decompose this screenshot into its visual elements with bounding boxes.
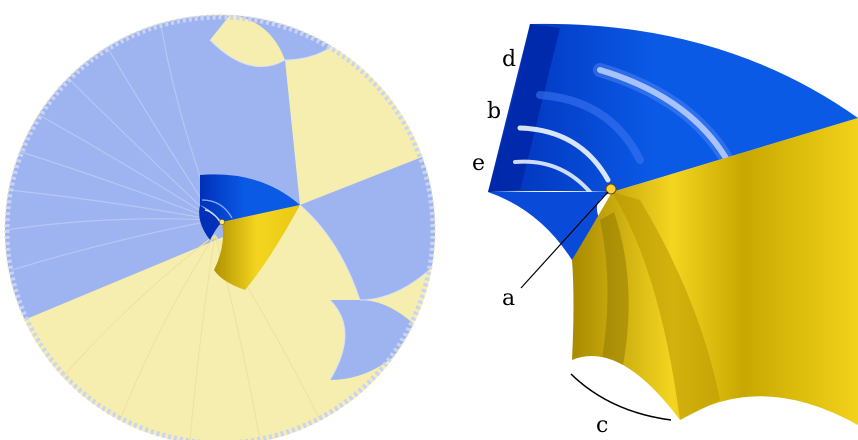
disk-yellow-lobe-top (210, 15, 285, 67)
label-e: e (472, 151, 485, 176)
label-c-arc (570, 373, 672, 421)
disk-blue-lobe-bottom (330, 300, 420, 380)
domain-blue-lower-lobe (488, 192, 612, 260)
disk-arcs (209, 19, 435, 381)
domain-center-point (605, 183, 617, 195)
disk-blue-lower-right (300, 150, 435, 300)
label-b: b (487, 99, 501, 124)
label-a-leader (520, 191, 609, 289)
label-d: d (502, 47, 516, 72)
disk-fundamental-domain (199, 174, 300, 290)
domain-yellow-region (572, 118, 858, 425)
label-a: a (502, 286, 515, 311)
disk-fan-lines (5, 19, 216, 271)
disk-boundary (4, 14, 436, 440)
label-c: c (596, 413, 608, 438)
poincare-disk (4, 14, 436, 440)
fundamental-domain (488, 23, 858, 425)
